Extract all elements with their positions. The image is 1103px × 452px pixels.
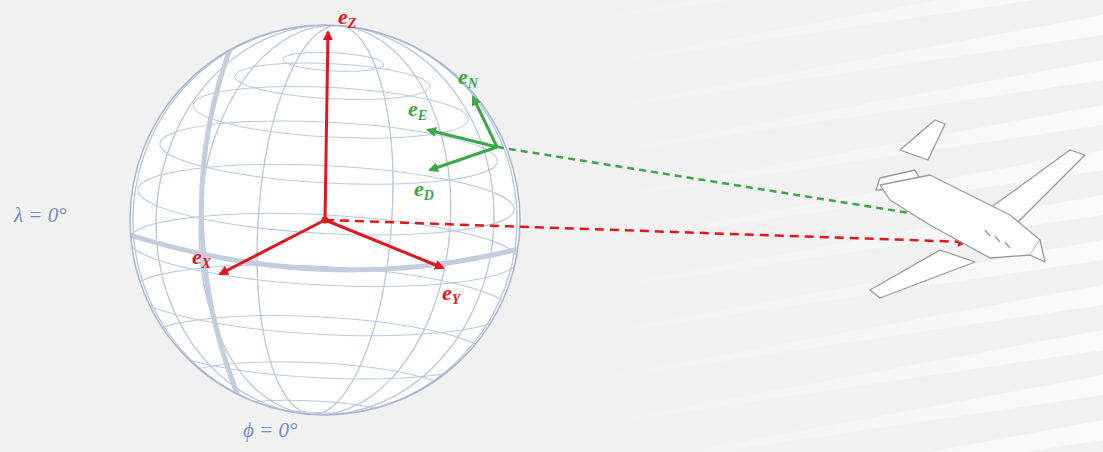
origin-dot	[322, 217, 329, 224]
axis-label: eN	[458, 66, 478, 91]
airplane	[870, 120, 1085, 298]
z-axis	[325, 32, 328, 220]
north-axis	[473, 97, 497, 147]
axis-label: eX	[192, 246, 211, 271]
axis-label: eZ	[338, 6, 356, 31]
y-axis	[325, 220, 443, 268]
light-rays	[560, 0, 1103, 452]
globe-grid	[120, 12, 530, 450]
globe-outline	[130, 25, 520, 415]
prime-meridian	[201, 28, 248, 420]
ecef-position-vector	[325, 220, 966, 242]
axis-label: eE	[408, 98, 427, 123]
latitude-label: ϕ = 0°	[243, 420, 297, 441]
x-axis	[220, 220, 325, 274]
longitude-label: λ = 0°	[14, 205, 67, 226]
axis-label: eD	[414, 178, 434, 203]
east-axis	[428, 130, 497, 147]
axis-label: eY	[442, 282, 460, 307]
equator	[120, 232, 530, 270]
down-axis	[430, 147, 497, 170]
